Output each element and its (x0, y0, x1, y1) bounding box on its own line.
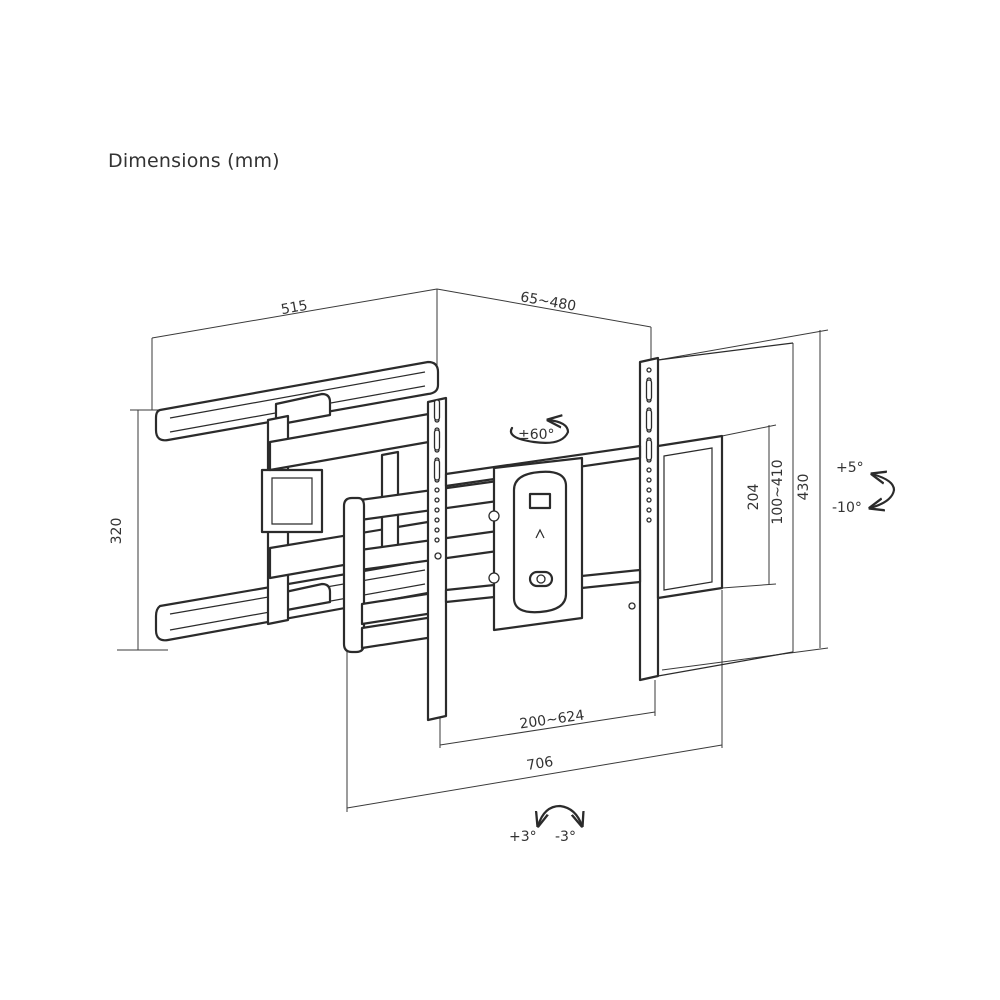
rail-hole (646, 517, 652, 523)
label-vesa-horizontal: 200~624 (519, 708, 586, 733)
label-overall-height: 430 (796, 474, 812, 501)
label-wall-plate-height: 320 (109, 518, 125, 545)
label-tilt-down: -10° (832, 500, 862, 516)
label-level-plus: +3° (509, 829, 537, 845)
label-level-minus: -3° (555, 829, 576, 845)
swivel-indicator (509, 420, 570, 444)
rail-hole (434, 517, 440, 523)
rail-slot (645, 439, 653, 461)
level-indicator (538, 804, 582, 826)
label-arm-length: 515 (280, 298, 309, 318)
rail-hole (434, 507, 440, 513)
rail-hole (434, 497, 440, 503)
right-rail-holes (645, 367, 653, 523)
rail-hole (646, 507, 652, 513)
label-overall-width: 706 (526, 754, 555, 774)
rail-hole (434, 527, 440, 533)
dimension-lines (117, 288, 829, 812)
label-tilt-up: +5° (836, 460, 864, 476)
label-inner-height: 204 (746, 484, 762, 511)
rail-slot (645, 379, 653, 401)
rail-hole (646, 497, 652, 503)
label-swivel: ±60° (518, 427, 555, 443)
left-rail-holes (433, 399, 441, 543)
rail-hole (646, 467, 652, 473)
rail-slot (433, 459, 441, 481)
rail-hole (646, 487, 652, 493)
rail-hole (646, 477, 652, 483)
rail-hole (434, 487, 440, 493)
rail-slot (433, 429, 441, 451)
rail-slot (645, 409, 653, 431)
diagram-title: Dimensions (mm) (108, 150, 280, 172)
rail-hole (434, 537, 440, 543)
rail-hole (646, 367, 652, 373)
rail-slot (433, 399, 441, 421)
label-vesa-vertical: 100~410 (770, 459, 786, 524)
tilt-indicator (870, 474, 896, 508)
label-wall-distance: 65~480 (519, 289, 577, 315)
mount-drawing (154, 342, 794, 722)
